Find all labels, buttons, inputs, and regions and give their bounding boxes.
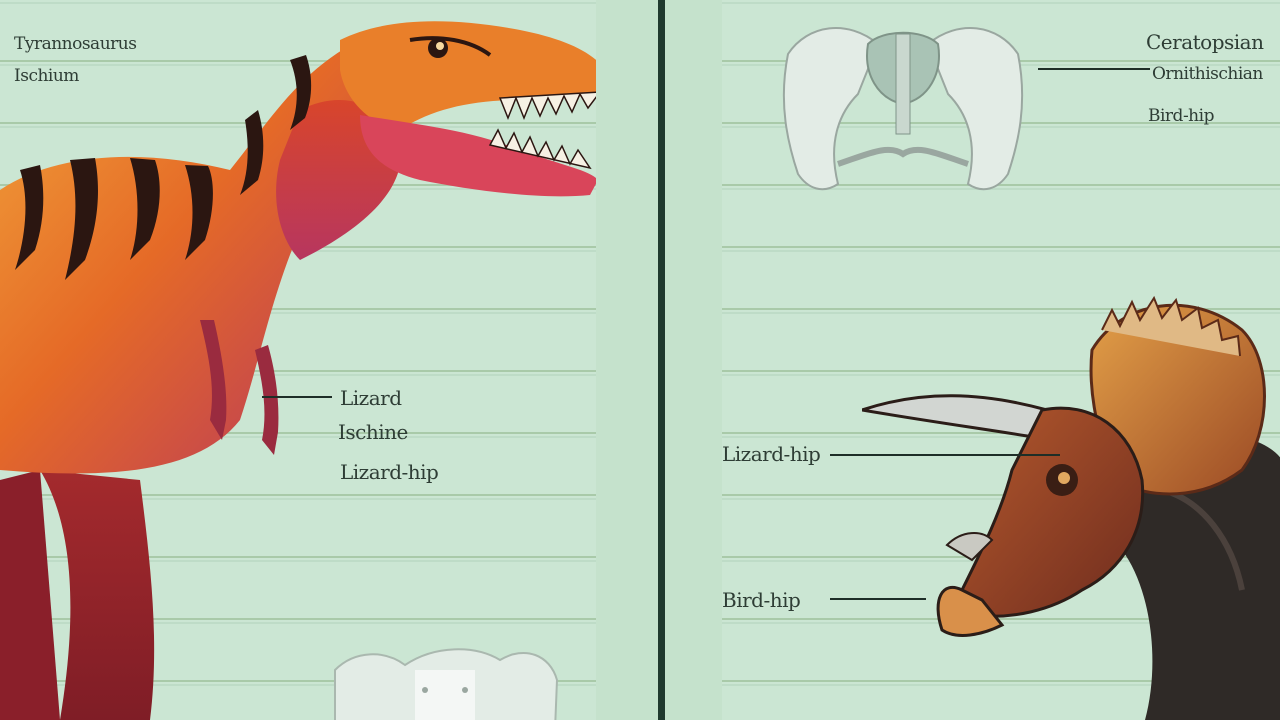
ceratopsian-label-3: Bird-hip — [1148, 106, 1214, 126]
trex-icon — [0, 21, 596, 720]
leader-line-top — [1038, 68, 1150, 70]
center-divider — [658, 0, 665, 720]
right-panel: Ceratopsian Ornithischian Bird-hip — [722, 0, 1280, 720]
triceratops-label-bottom: Bird-hip — [722, 588, 801, 612]
triceratops-icon — [862, 295, 1280, 720]
leader-line-mid-right — [830, 454, 1060, 456]
trex-label-mid-2: Ischine — [338, 420, 408, 444]
trex-label-mid-3: Lizard-hip — [340, 460, 439, 484]
gutter-left — [596, 0, 658, 720]
trex-label-top-1: Tyrannosaurus — [14, 34, 137, 54]
pelvis-bottom-icon — [334, 648, 559, 720]
left-panel: Tyrannosaurus Ischium Lizard Ischine Liz… — [0, 0, 596, 720]
trex-label-top-2: Ischium — [14, 66, 79, 86]
ceratopsian-label-2: Ornithischian — [1152, 64, 1263, 84]
gutter-right — [665, 0, 722, 720]
leader-line-bottom-right — [830, 598, 926, 600]
leader-line-mid — [262, 396, 332, 398]
triceratops-label-mid: Lizard-hip — [722, 442, 821, 466]
trex-label-mid-1: Lizard — [340, 386, 402, 410]
ceratopsian-label-1: Ceratopsian — [1146, 30, 1264, 54]
pelvis-top-icon — [782, 27, 1024, 191]
